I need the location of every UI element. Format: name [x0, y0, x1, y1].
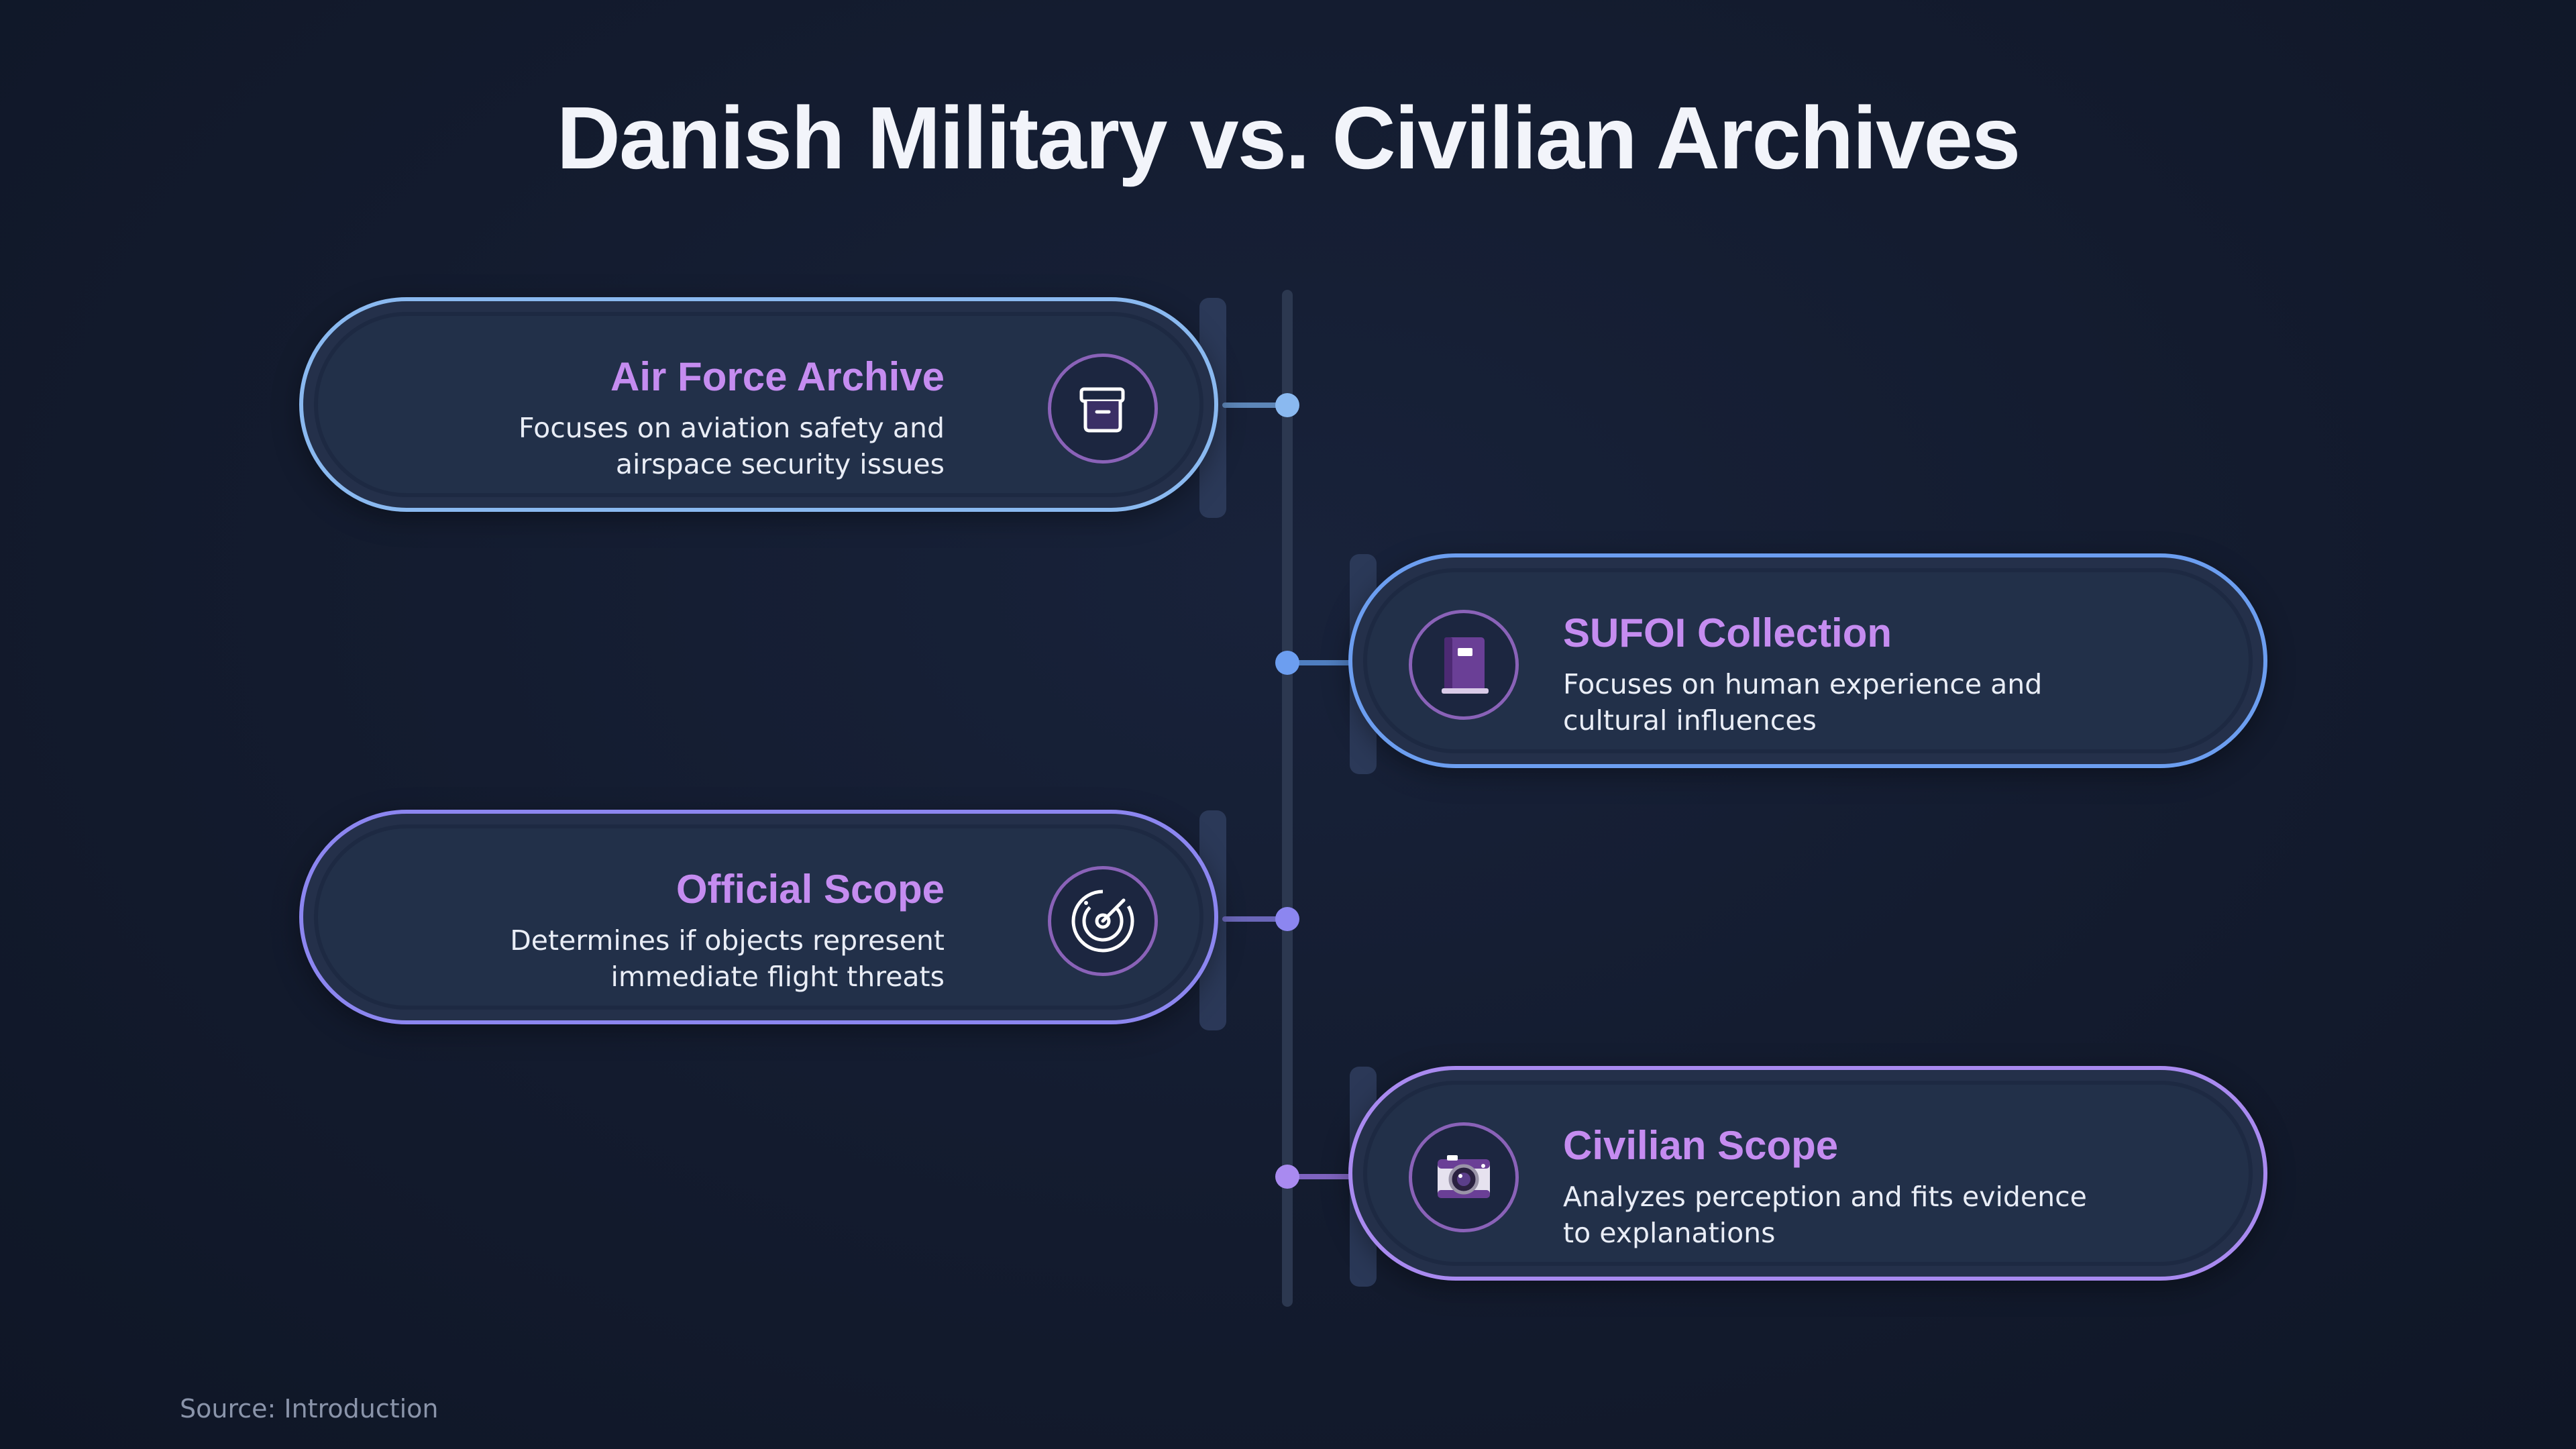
card-sufoi-collection: SUFOI Collection Focuses on human experi… — [1348, 553, 2267, 768]
camera-icon — [1409, 1122, 1519, 1232]
archive-box-icon — [1048, 354, 1158, 464]
timeline-dot — [1275, 1165, 1299, 1189]
card-description: Determines if objects represent immediat… — [510, 924, 945, 993]
card-description: Focuses on aviation safety and airspace … — [519, 412, 945, 480]
card-title: SUFOI Collection — [1563, 610, 1892, 655]
card-title: Official Scope — [676, 867, 945, 912]
card-civilian-scope: Civilian Scope Analyzes perception and f… — [1348, 1066, 2267, 1281]
timeline-axis — [1282, 290, 1293, 1307]
source-note: Source: Introduction — [180, 1394, 439, 1424]
card-title: Civilian Scope — [1563, 1123, 1839, 1168]
timeline-dot — [1275, 907, 1299, 931]
card-description: Focuses on human experience and cultural… — [1563, 668, 2043, 737]
timeline-connector — [1222, 402, 1289, 408]
card-description: Analyzes perception and fits evidence to… — [1563, 1181, 2087, 1249]
card-official-scope: Official Scope Determines if objects rep… — [299, 810, 1218, 1024]
timeline-dot — [1275, 393, 1299, 417]
card-air-force-archive: Air Force Archive Focuses on aviation sa… — [299, 297, 1218, 512]
timeline-connector — [1288, 660, 1355, 665]
timeline-dot — [1275, 651, 1299, 675]
card-title: Air Force Archive — [610, 354, 945, 399]
timeline-connector — [1222, 916, 1289, 922]
radar-icon — [1048, 866, 1158, 976]
page-title: Danish Military vs. Civilian Archives — [556, 89, 2021, 187]
book-icon — [1409, 610, 1519, 720]
timeline-connector — [1288, 1174, 1355, 1179]
